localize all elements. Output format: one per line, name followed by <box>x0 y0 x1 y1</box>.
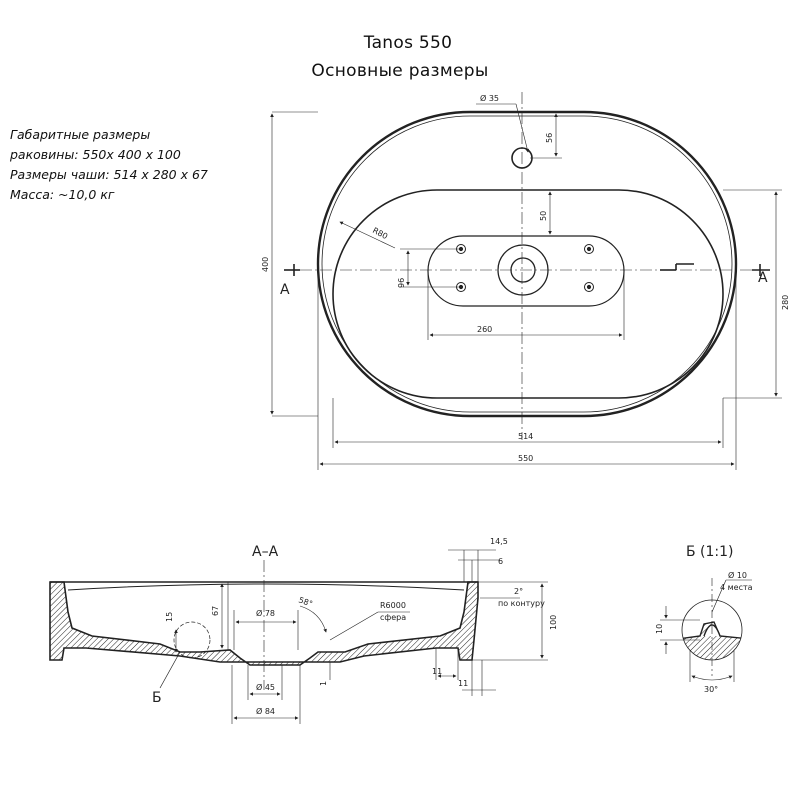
dim-radius: R80 <box>371 226 389 241</box>
dim-rim-15: 15 <box>165 612 174 622</box>
top-view <box>270 92 782 470</box>
spec-line-1: Габаритные размеры <box>10 127 151 142</box>
dim-angle-58: 58° <box>297 595 313 608</box>
dim-total-height: 100 <box>549 615 558 630</box>
section-view <box>49 549 548 724</box>
dim-width: 550 <box>518 454 533 463</box>
mount-hole <box>584 244 594 254</box>
section-mark-left: A <box>280 282 290 298</box>
dim-bowl-offset: 50 <box>539 211 548 221</box>
spec-line-3: Размеры чаши: 514 х 280 х 67 <box>10 167 208 182</box>
dim-tap-hole-dia: Ø 35 <box>480 93 499 103</box>
model-title: Tanos 550 <box>363 33 453 53</box>
bowl-surface <box>67 583 465 591</box>
dim-dia-78: Ø 78 <box>256 608 275 618</box>
dim-edge-11: 11 <box>458 679 468 688</box>
dim-dia-84: Ø 84 <box>256 706 275 716</box>
basin-outline-inner <box>321 115 733 413</box>
spec-line-4: Масса: ~10,0 кг <box>10 187 115 202</box>
dim-rim-offset: 14,5 <box>490 537 508 546</box>
detail-view <box>660 578 752 682</box>
dim-height: 400 <box>261 257 270 272</box>
dim-foot-11: 11 <box>432 667 442 676</box>
section-mark-right: A <box>758 270 768 286</box>
detail-circle <box>173 621 211 659</box>
dim-plate-height: 96 <box>397 278 406 288</box>
detail-angle: 30° <box>704 685 718 694</box>
mount-hole <box>584 282 594 292</box>
drawing-subtitle: Основные размеры <box>311 61 489 81</box>
dim-bowl-depth: 67 <box>211 606 220 616</box>
basin-outline-outer <box>316 110 738 418</box>
dim-bowl-width: 514 <box>518 432 533 441</box>
detail-note: 4 места <box>720 583 753 592</box>
dim-sphere-note: сфера <box>380 613 406 622</box>
detail-dia: Ø 10 <box>728 570 747 580</box>
dim-rim-lip: 6 <box>498 557 503 566</box>
dim-bowl-height: 280 <box>781 295 790 310</box>
dim-draft-note: по контуру <box>498 599 545 608</box>
dim-draft-angle: 2° <box>514 587 523 596</box>
detail-height: 10 <box>655 624 664 634</box>
dim-sphere-radius: R6000 <box>380 601 406 610</box>
detail-callout: Б <box>152 690 162 706</box>
section-title: А–А <box>252 544 279 560</box>
dim-dia-45: Ø 45 <box>256 682 275 692</box>
spec-line-2: раковины: 550х 400 х 100 <box>10 147 181 162</box>
dim-base-1: 1 <box>319 681 328 686</box>
bowl-outline <box>332 189 724 399</box>
dim-tap-offset: 56 <box>545 133 554 143</box>
dim-plate-width: 260 <box>477 325 492 334</box>
detail-title: Б (1:1) <box>686 544 734 560</box>
